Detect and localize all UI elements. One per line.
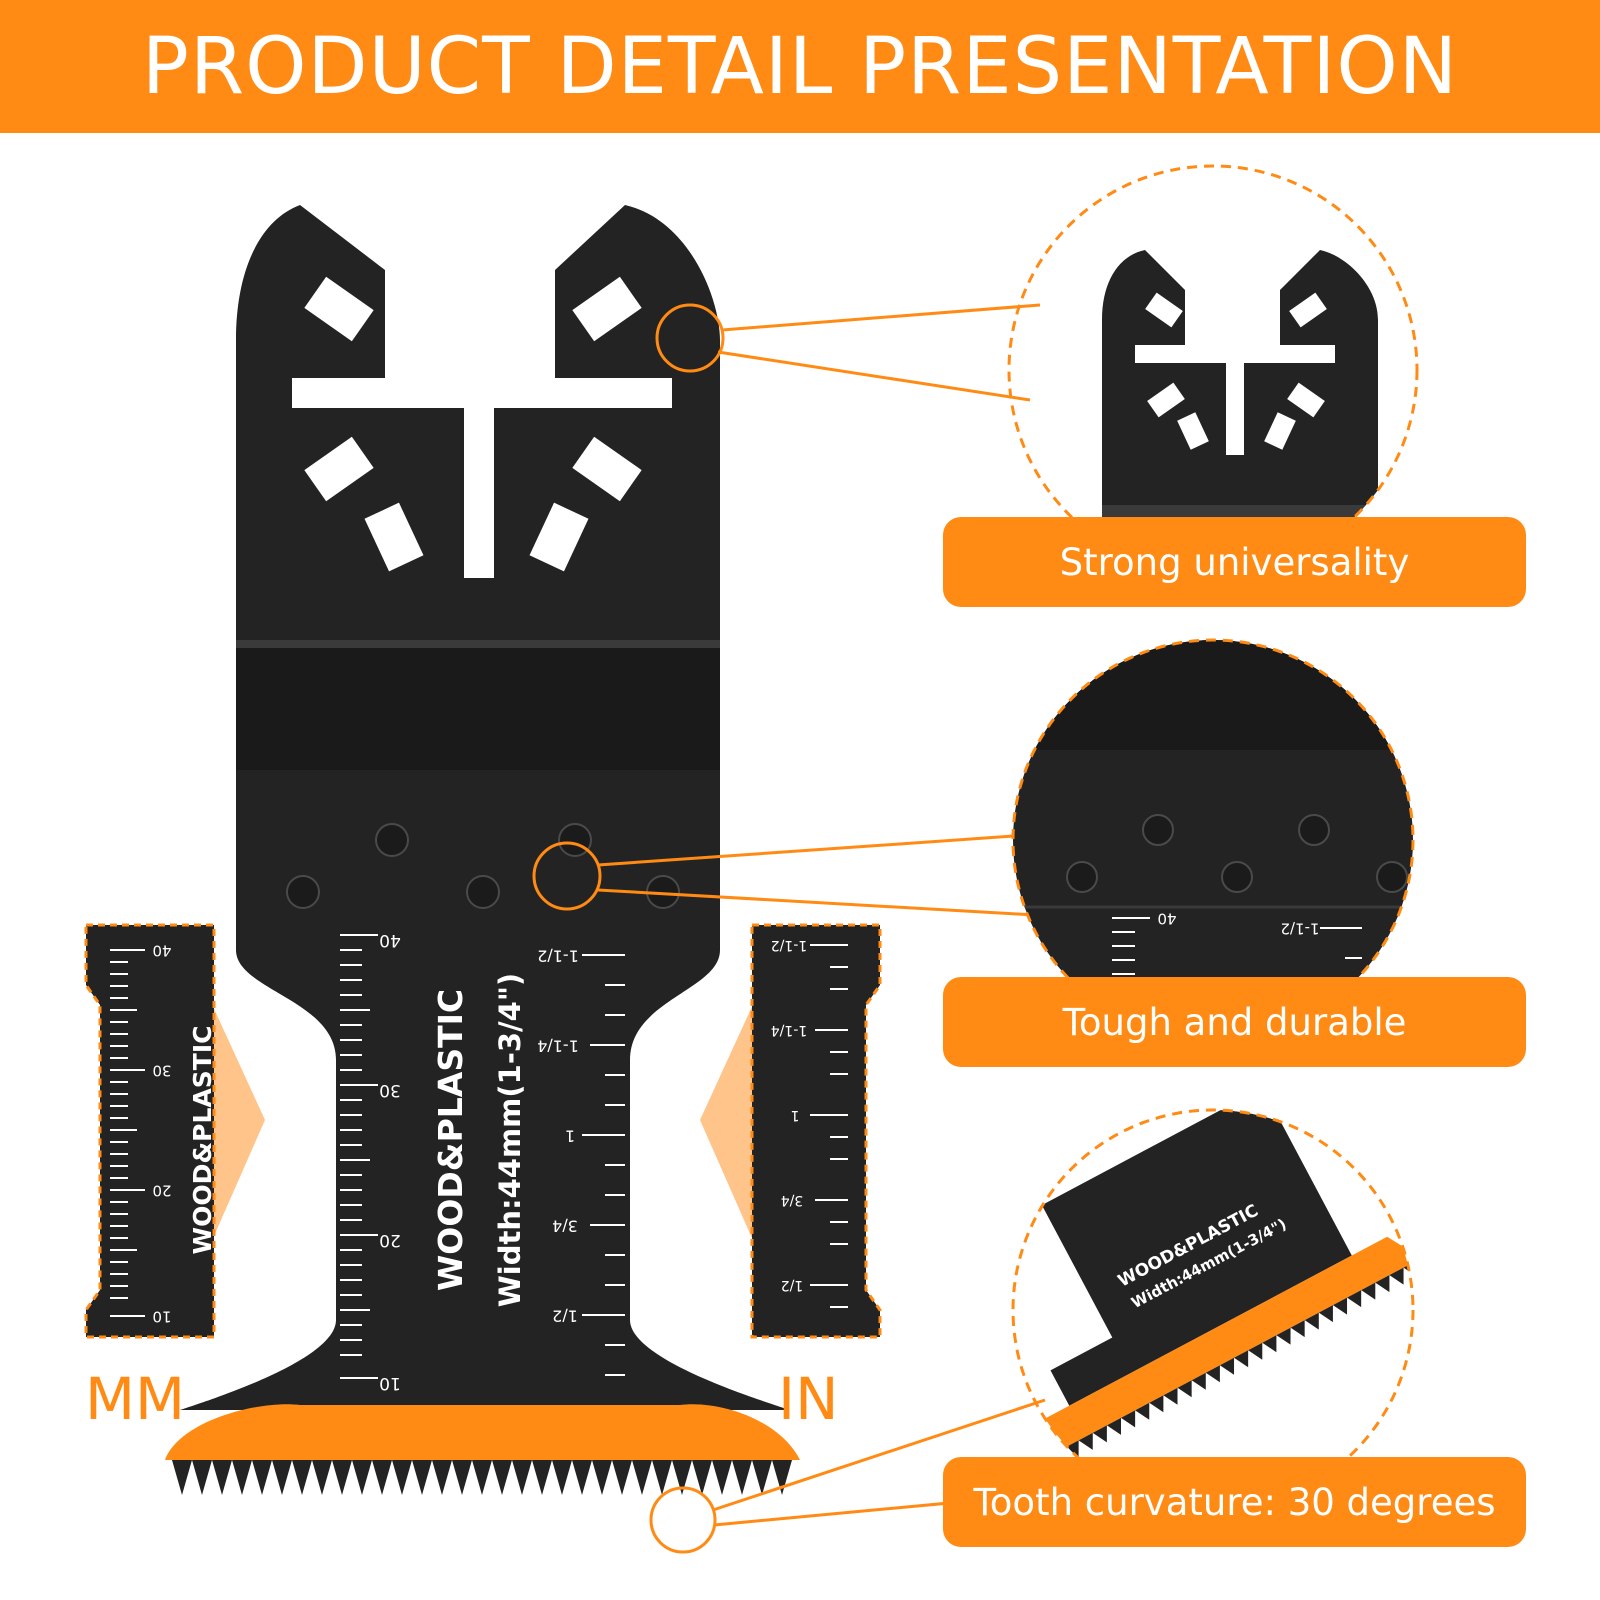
zoom-mount-icon	[1007, 164, 1419, 576]
svg-text:1-1/2: 1-1/2	[1280, 920, 1319, 938]
feature-badge-durability: Tough and durable	[943, 977, 1526, 1067]
strip-material-label: WOOD&PLASTIC	[188, 1026, 217, 1255]
feature-badge-tooth-curvature: Tooth curvature: 30 degrees	[943, 1457, 1526, 1547]
feature-label: Tough and durable	[1062, 1000, 1407, 1044]
strip-mm-tick-10: 10	[152, 1308, 171, 1326]
strip-in-tick-3-4: 3/4	[781, 1192, 804, 1208]
material-label: WOOD&PLASTIC	[431, 989, 470, 1291]
in-tick-1-1-2: 1-1/2	[537, 947, 579, 966]
callout-marker-mount	[655, 303, 725, 373]
zoom-teeth-icon: WOOD&PLASTIC Width:44mm(1-3/4")	[1011, 1108, 1415, 1512]
in-tick-3-4: 3/4	[552, 1217, 578, 1236]
mm-tick-30: 30	[379, 1080, 401, 1100]
mm-tick-20: 20	[379, 1230, 401, 1250]
in-pointer-icon	[700, 1000, 755, 1245]
feature-label: Strong universality	[1059, 540, 1410, 584]
strip-in-tick-1: 1	[791, 1107, 800, 1123]
in-ruler-strip-icon: 1-1/2 1-1/4 1 3/4 1/2	[750, 923, 882, 1339]
strip-mm-tick-20: 20	[152, 1182, 171, 1200]
in-tick-1-1-4: 1-1/4	[537, 1037, 579, 1056]
mm-pointer-icon	[210, 1000, 265, 1245]
feature-label: Tooth curvature: 30 degrees	[973, 1480, 1496, 1524]
main-blade-icon: 40 30 20 10 1-1/2 1-1/4 1 3/4 1/2 WOOD&P…	[165, 205, 800, 1495]
callout-marker-rivet	[532, 841, 602, 911]
feature-badge-universality: Strong universality	[943, 517, 1526, 607]
strip-in-tick-1-1-4: 1-1/4	[771, 1022, 808, 1038]
strip-mm-tick-40: 40	[152, 942, 171, 960]
mm-tick-40: 40	[379, 930, 401, 950]
unit-label-mm: MM	[85, 1365, 186, 1433]
strip-in-tick-1-2: 1/2	[781, 1277, 804, 1293]
strip-in-tick-1-1-2: 1-1/2	[771, 937, 808, 953]
unit-label-in: IN	[778, 1365, 839, 1433]
strip-mm-tick-30: 30	[152, 1062, 171, 1080]
mm-tick-10: 10	[379, 1373, 401, 1393]
header-banner: PRODUCT DETAIL PRESENTATION	[0, 0, 1600, 133]
callout-marker-teeth	[649, 1486, 717, 1554]
width-label: Width:44mm(1-3/4")	[493, 973, 527, 1307]
in-tick-1: 1	[565, 1127, 575, 1146]
svg-text:40: 40	[1157, 910, 1176, 928]
page-title: PRODUCT DETAIL PRESENTATION	[141, 21, 1459, 112]
mm-ruler-strip-icon: 40 30 20 10 WOOD&PLASTIC	[84, 923, 217, 1339]
in-tick-1-2: 1/2	[552, 1307, 578, 1326]
